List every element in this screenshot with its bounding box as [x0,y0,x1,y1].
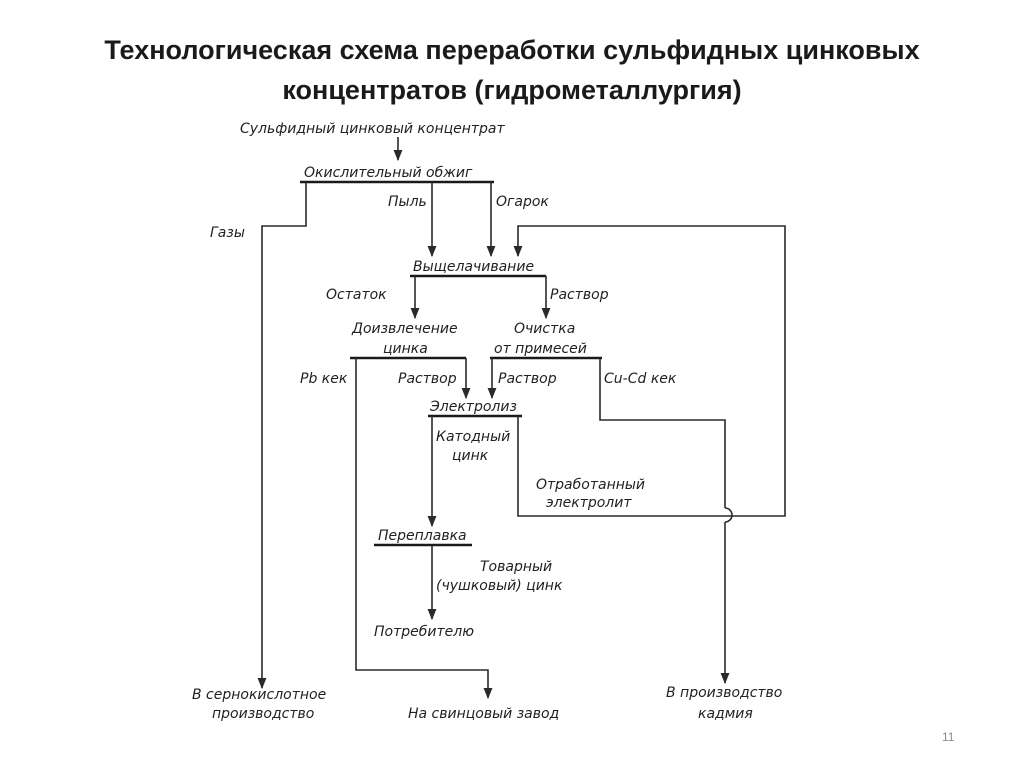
node-zinc-recovery-line-1: Доизвлечение [351,321,458,337]
label-solution-leach: Раствор [550,287,609,303]
label-pb-cake: Pb кек [300,371,348,387]
node-electrolysis: Электролиз [429,399,517,415]
label-cucd-cake: Cu-Cd кек [604,371,677,387]
label-dust: Пыль [388,194,427,210]
line-cucd-cake-to-cadmium [599,358,726,508]
slide-title-line-2: концентратов (гидрометаллургия) [282,75,742,105]
label-gases: Газы [210,225,245,241]
node-cadmium-production-line-2: кадмия [698,706,753,722]
node-purification-line-2: от примесей [494,341,587,357]
node-remelting: Переплавка [378,528,467,544]
node-zinc-recovery-line-2: цинка [383,341,428,357]
slide-title: Технологическая схема переработки сульфи… [0,30,1024,110]
node-leaching: Выщелачивание [413,259,534,275]
label-solution-recovery: Раствор [398,371,457,387]
label-spent-electrolyte-line-2: электролит [546,495,632,511]
line-cucd-hop [724,507,733,523]
label-spent-electrolyte-line-1: Отработанный [536,477,645,493]
line-pb-cake-to-lead-plant [355,358,493,700]
label-calcine: Огарок [496,194,549,210]
node-purification-line-1: Очистка [514,321,575,337]
node-lead-plant: На свинцовый завод [408,706,559,722]
slide-title-line-1: Технологическая схема переработки сульфи… [104,35,920,65]
node-roasting: Окислительный обжиг [304,165,473,181]
label-residue: Остаток [326,287,387,303]
label-commercial-zinc-line-2: (чушковый) цинк [436,578,563,594]
label-commercial-zinc-line-1: Товарный [480,559,552,575]
node-concentrate: Сульфидный цинковый концентрат [240,121,506,137]
line-spent-electrolyte [517,416,725,517]
page-number: 11 [942,730,955,744]
node-consumer: Потребителю [374,624,474,640]
node-sulfuric-acid-production-line-2: производство [212,706,314,722]
node-sulfuric-acid-production-line-1: В сернокислотное [192,687,326,703]
label-cathode-zinc-line-2: цинк [452,448,489,464]
recycle-line-spent-electrolyte [513,225,786,517]
node-cadmium-production-line-1: В производство [666,685,782,701]
label-solution-purified: Раствор [498,371,557,387]
label-cathode-zinc-line-1: Катодный [436,429,510,445]
line-roasting-to-gases [257,182,307,690]
